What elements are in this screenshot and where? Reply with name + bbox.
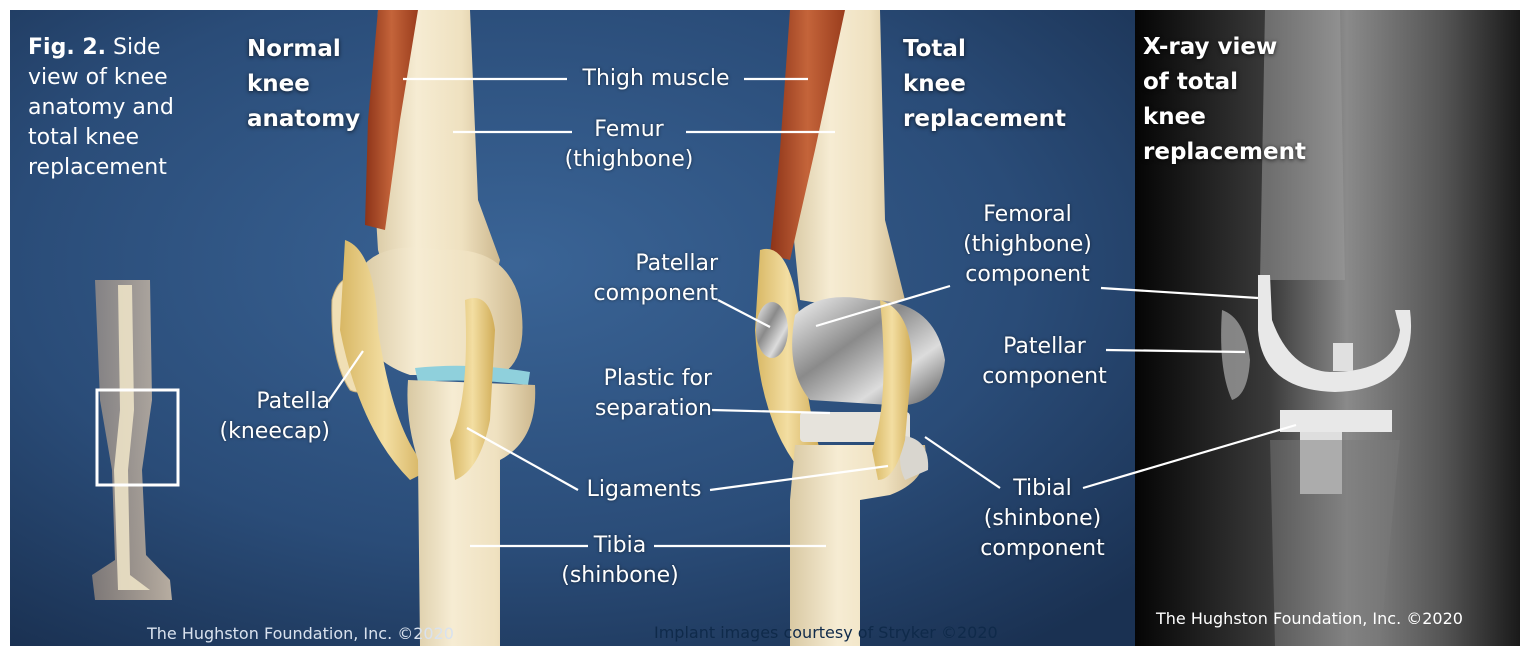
plastic-separation-label: Plastic for separation [572, 364, 712, 424]
patella-label: Patella (kneecap) [200, 387, 330, 447]
xray-view-title: X-ray view of total knee replacement [1143, 30, 1333, 170]
total-knee-replacement-title: Total knee replacement [903, 32, 1093, 137]
femoral-condyle [360, 248, 523, 376]
patellar-component-label-xray: Patellar component [962, 332, 1127, 392]
patellar-component-label-center: Patellar component [568, 249, 718, 309]
xray-femoral-peg [1333, 343, 1353, 371]
xray-tibial-tray [1280, 410, 1392, 432]
patellar-component-implant [756, 302, 788, 358]
figure-caption-prefix: Fig. 2. [28, 35, 106, 60]
tibia-label: Tibia (shinbone) [540, 531, 700, 591]
credit-center: Implant images courtesy of Stryker ©2020 [654, 623, 998, 642]
normal-knee-title: Normal knee anatomy [247, 32, 387, 137]
credit-left: The Hughston Foundation, Inc. ©2020 [147, 624, 454, 643]
credit-right: The Hughston Foundation, Inc. ©2020 [1156, 609, 1463, 628]
ligaments-label: Ligaments [578, 475, 710, 505]
femoral-component-label: Femoral (thighbone) component [945, 200, 1110, 290]
tibial-component-label: Tibial (shinbone) component [960, 474, 1125, 564]
femur-label: Femur (thighbone) [534, 115, 724, 175]
figure-caption: Fig. 2. Side view of knee anatomy and to… [28, 33, 228, 183]
thigh-muscle-label: Thigh muscle [564, 64, 748, 94]
